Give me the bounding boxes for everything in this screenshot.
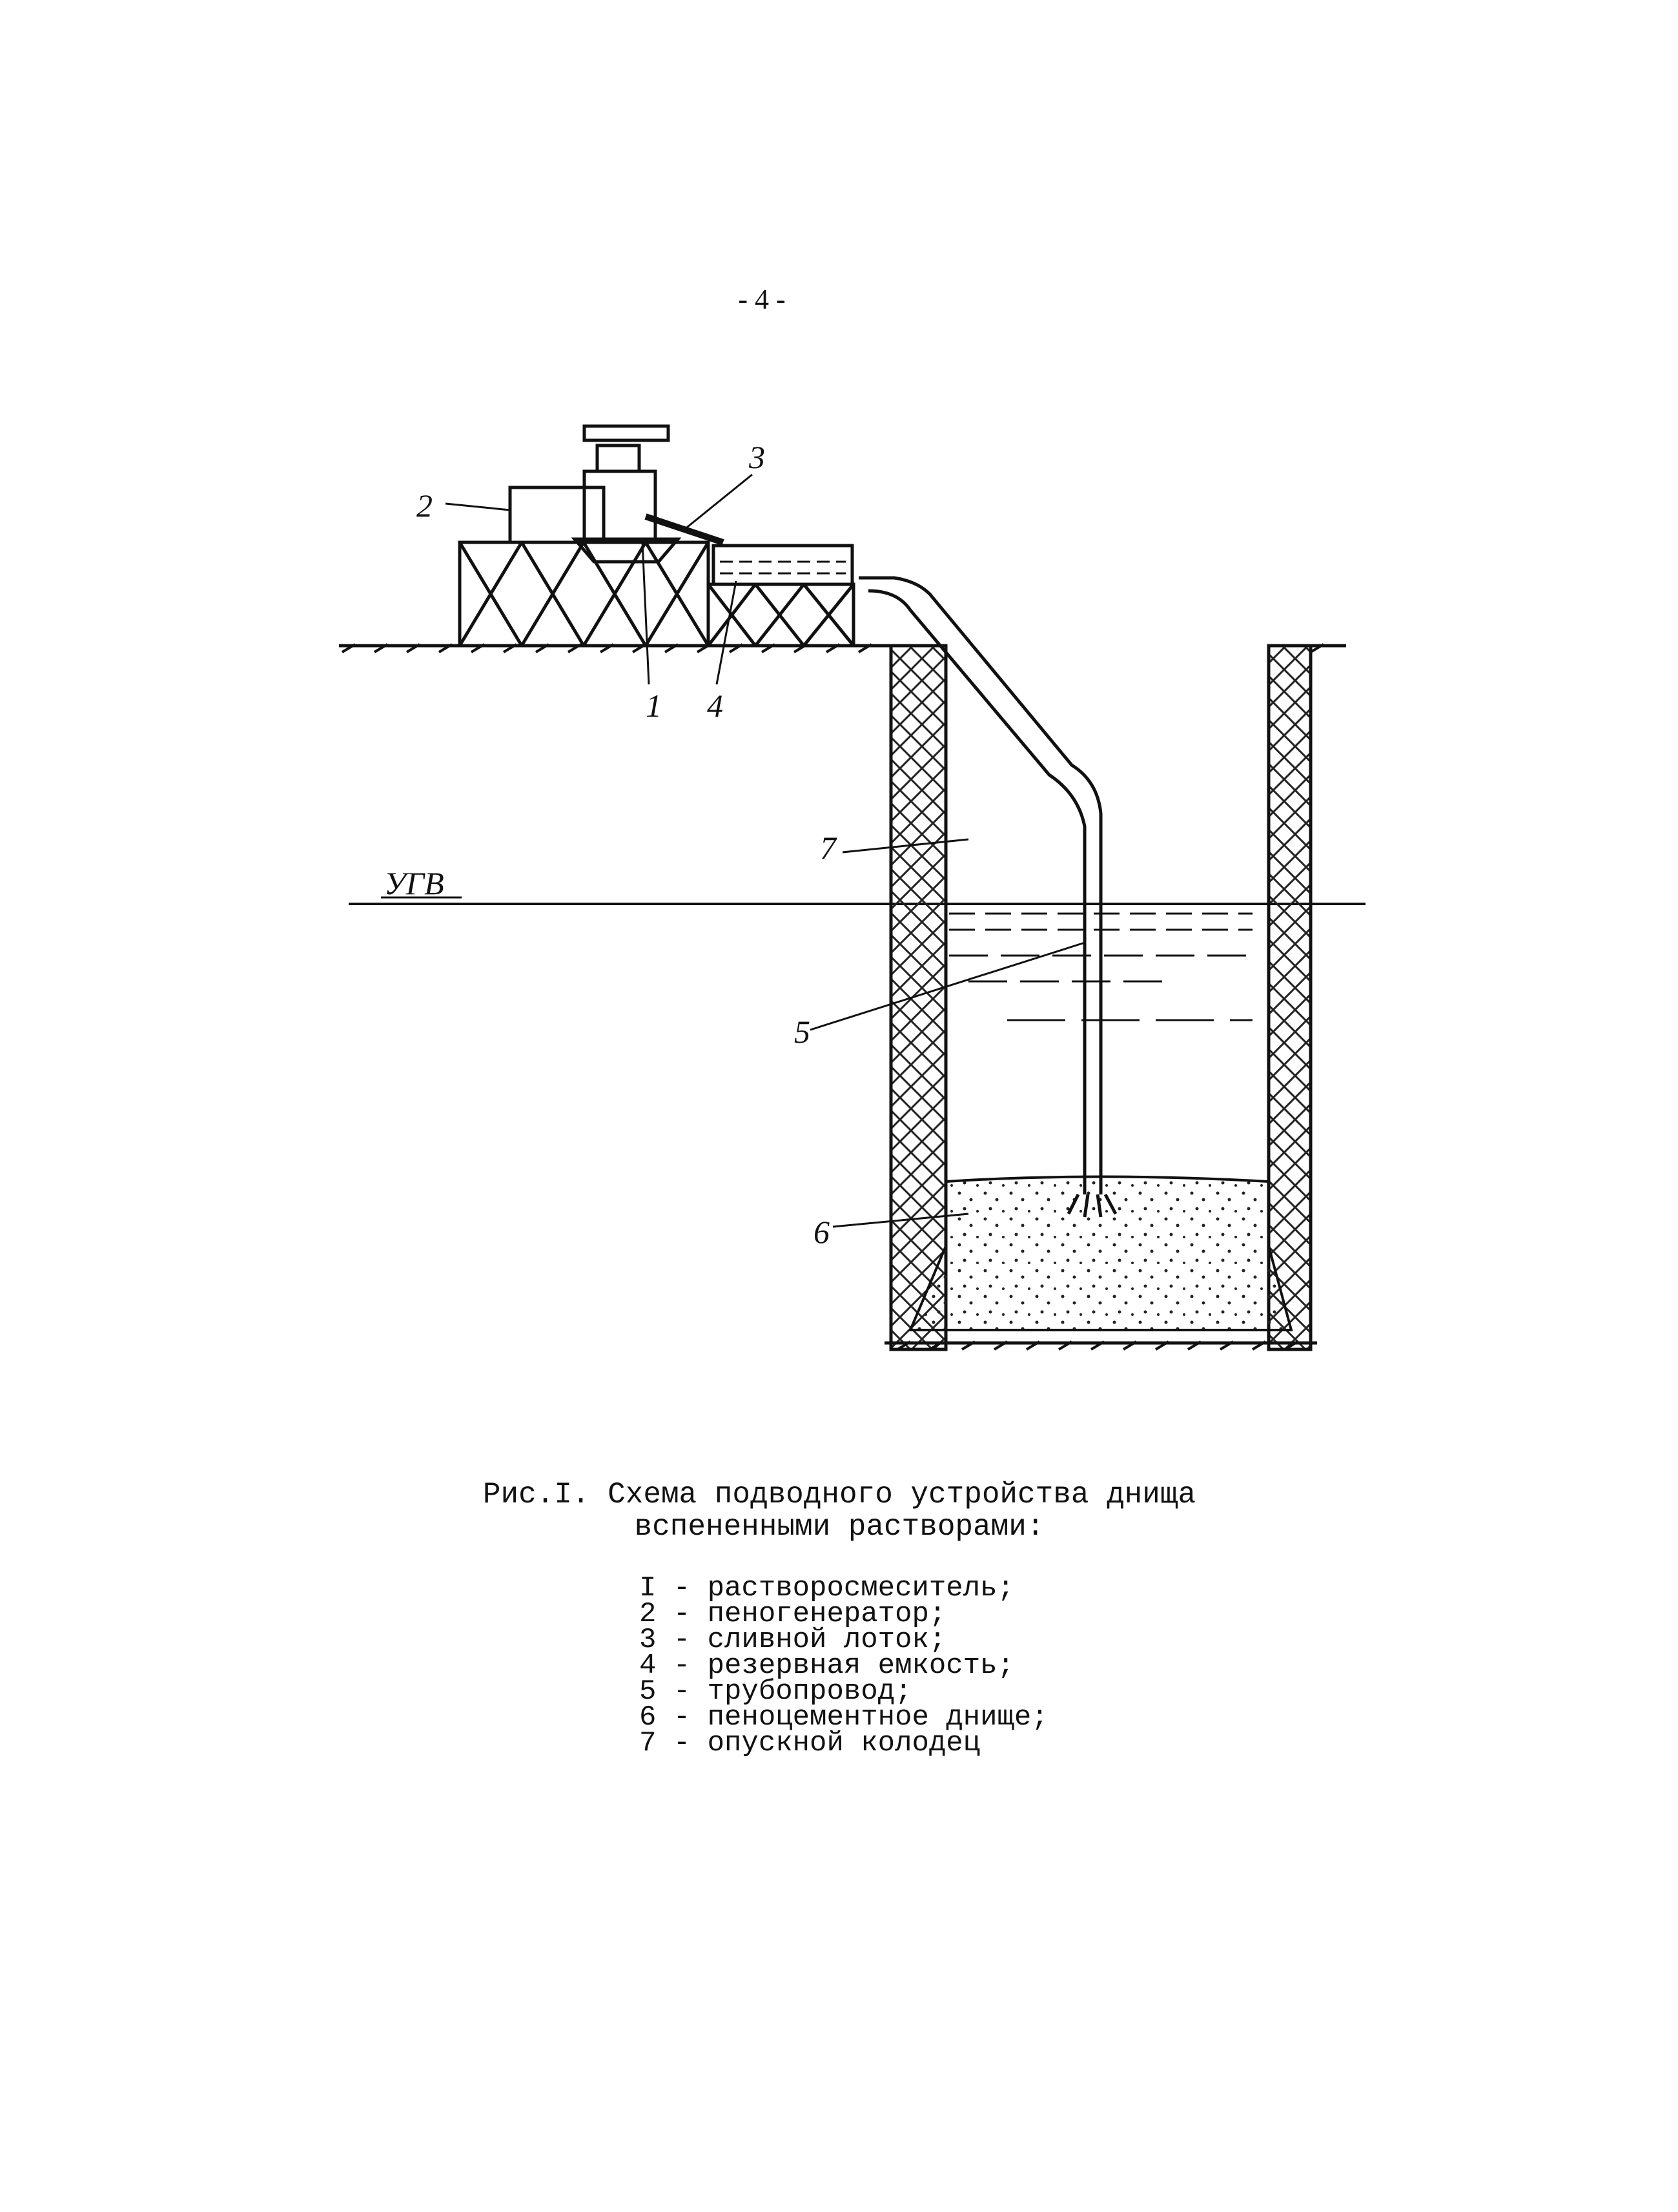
caption-line-2: вспененными растворами: — [634, 1510, 1045, 1544]
foam-generator — [508, 486, 606, 544]
caisson-wall-left — [889, 644, 948, 1351]
legend-item: 3 - сливной лоток; — [639, 1624, 946, 1656]
callout-7: 7 — [820, 830, 837, 866]
figure-caption: Рис.I. Схема подводного устройства днища… — [452, 1479, 1227, 1543]
caption-line-1: Рис.I. Схема подводного устройства днища — [482, 1478, 1196, 1511]
callout-3: 3 — [748, 439, 765, 475]
legend-item: I - растворосмеситель; — [639, 1572, 1014, 1604]
legend-item: 5 - трубопровод; — [639, 1675, 912, 1708]
scaffolding — [458, 540, 855, 648]
callout-5: 5 — [794, 1014, 810, 1050]
legend-item: 7 - опускной колодец — [639, 1727, 981, 1759]
callout-4: 4 — [707, 688, 723, 724]
legend-item: 2 - пеногенератор; — [639, 1598, 946, 1630]
page-number: - 4 - — [738, 283, 786, 315]
legend-item: 6 - пеноцементное днище; — [639, 1701, 1049, 1734]
groundwater-label: УГВ — [384, 865, 444, 901]
figure-legend: I - растворосмеситель; 2 - пеногенератор… — [639, 1572, 1049, 1759]
mortar-mixer — [571, 424, 682, 564]
callout-1: 1 — [646, 688, 662, 724]
reserve-tank — [711, 544, 854, 586]
caisson-wall-right — [1267, 644, 1313, 1351]
legend-item: 4 - резервная емкость; — [639, 1650, 1014, 1682]
pipeline — [859, 576, 1118, 1218]
callout-6: 6 — [813, 1214, 830, 1250]
foam-cement-bottom — [908, 1175, 1293, 1331]
callout-2: 2 — [416, 487, 433, 524]
